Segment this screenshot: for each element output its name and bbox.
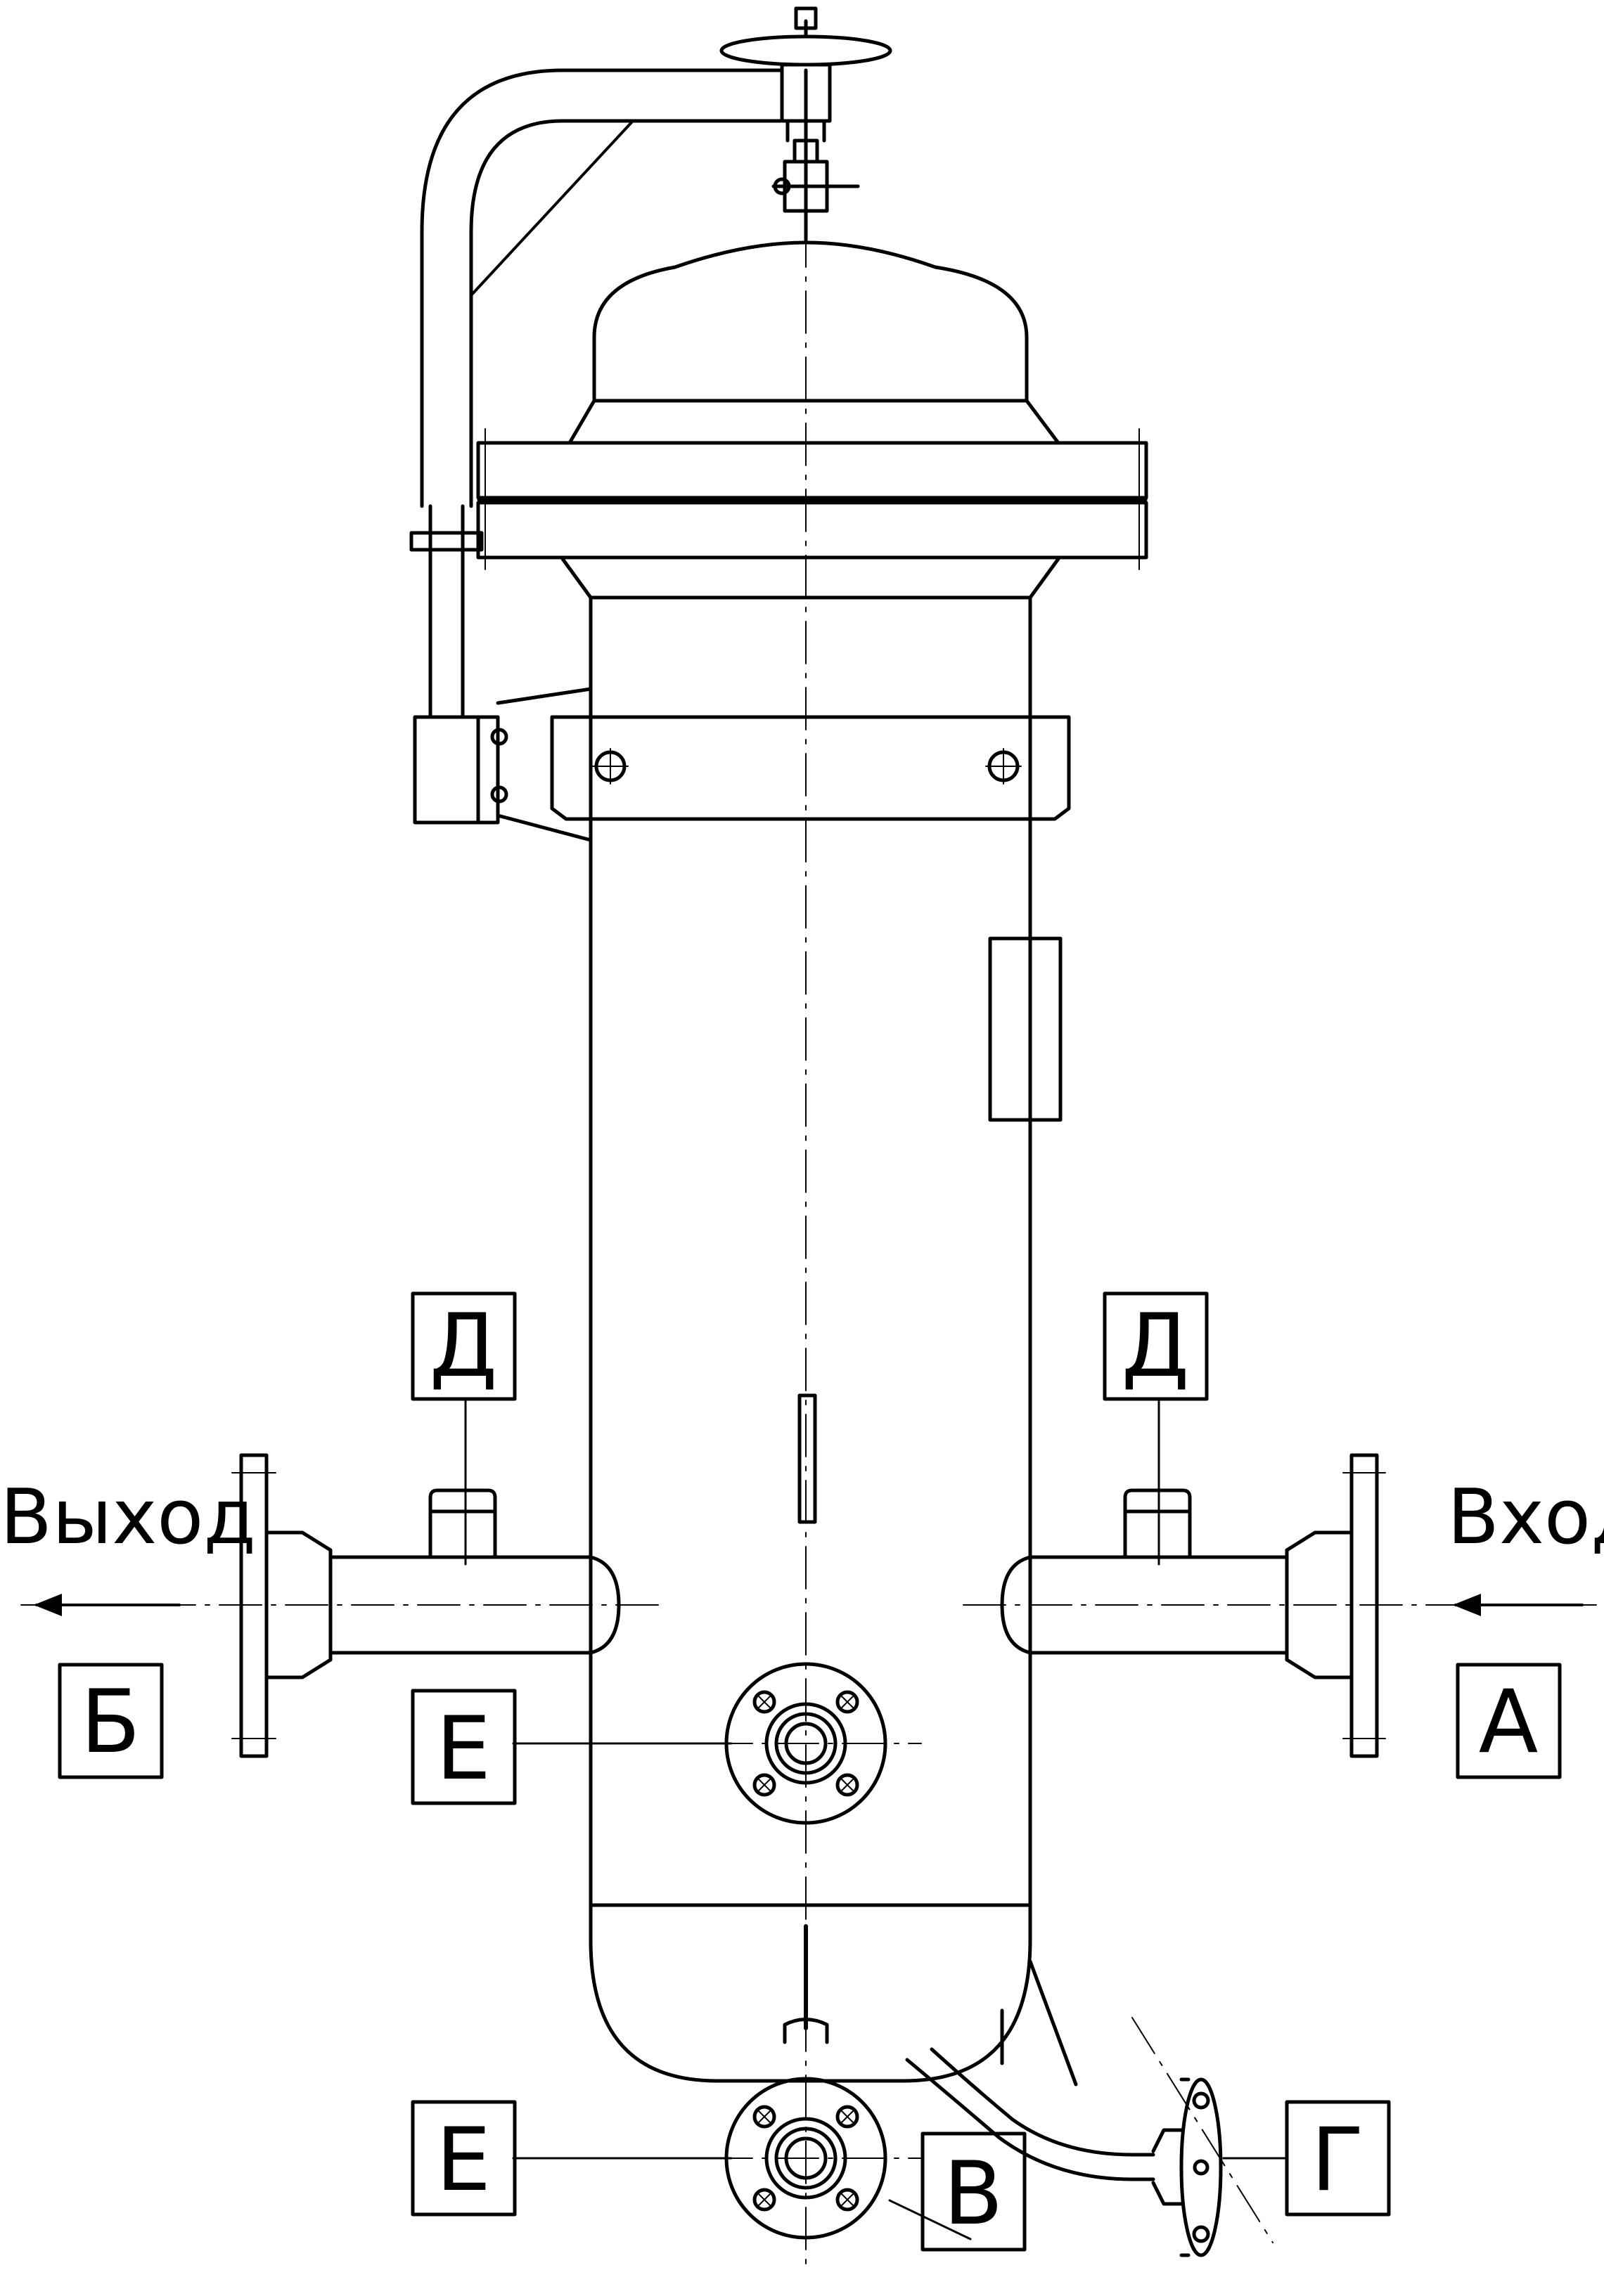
level-indicator [797, 1393, 817, 1524]
port-e-upper-label: Е [436, 1698, 491, 1800]
davit-arm [409, 68, 783, 842]
centerlines [20, 224, 1597, 2264]
valve-assembly [719, 6, 892, 245]
port-e-lower-label: Е [436, 2110, 491, 2211]
dome-cover [567, 240, 1060, 445]
outlet-label: Выход [0, 1473, 256, 1561]
port-d-right-label: Д [1122, 1296, 1190, 1397]
label-boxes [58, 1291, 1562, 2252]
clamp-band [550, 715, 1071, 821]
vessel-shell [589, 595, 1032, 2083]
outlet-nozzle [231, 1453, 621, 1758]
lower-cone [560, 557, 1060, 600]
port-g-label: Г [1311, 2110, 1364, 2211]
port-a-label: А [1479, 1672, 1539, 1773]
port-d-left-label: Д [430, 1296, 498, 1397]
leader-lines [464, 1398, 1288, 2240]
body-flange [476, 428, 1148, 570]
bent-pipe [905, 1959, 1223, 2257]
inlet-nozzle [1000, 1453, 1386, 1758]
inlet-label: Вход [1447, 1473, 1604, 1561]
nameplate [988, 936, 1063, 1122]
port-v-label: В [943, 2143, 1003, 2245]
port-b-label: Б [80, 1672, 140, 1773]
